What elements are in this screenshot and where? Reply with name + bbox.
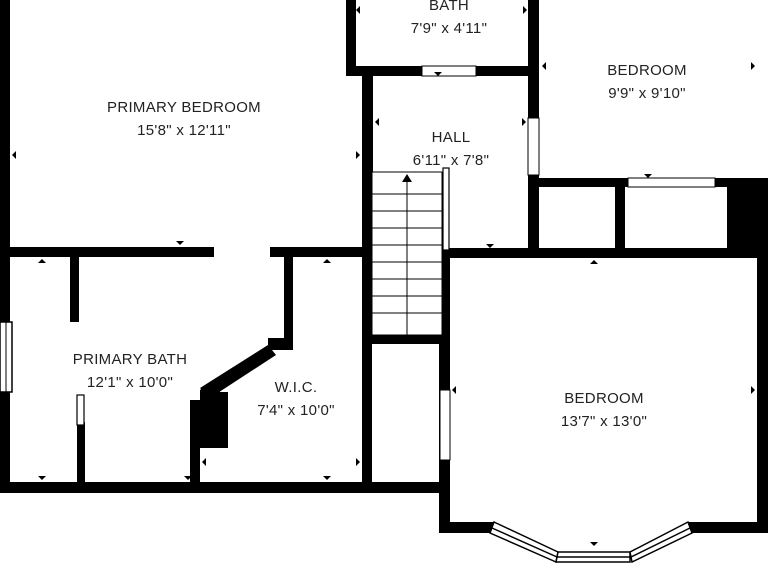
room-dimensions: 9'9" x 9'10": [608, 85, 686, 102]
wall-wic-angle: [200, 345, 276, 398]
wall-wic-left: [284, 257, 293, 345]
window-left: [0, 321, 13, 393]
room-label-bedroom-bottom-right: BEDROOM 13'7" x 13'0": [561, 387, 647, 433]
stair-handrail: [442, 167, 450, 251]
door-openings: [421, 65, 716, 461]
room-dimensions: 12'1" x 10'0": [86, 374, 174, 391]
room-label-bath: BATH 7'9" x 4'11": [411, 0, 487, 40]
room-name: BEDROOM: [607, 62, 687, 79]
wall-center-vertical-upper: [362, 70, 373, 258]
room-label-wic: W.I.C. 7'4" x 10'0": [257, 376, 335, 422]
wall-closet-right: [727, 178, 768, 258]
wall-bedroom-tr-bottom-a: [528, 178, 628, 187]
walls: [0, 0, 768, 533]
room-name: PRIMARY BEDROOM: [107, 99, 261, 116]
staircase: [371, 171, 443, 336]
wall-primary-bath-stub: [70, 257, 79, 322]
wall-center-vertical-lower: [362, 258, 372, 493]
wall-wic-left-bottom: [190, 400, 200, 493]
fireplace-block: [200, 378, 228, 448]
room-name: BEDROOM: [564, 390, 644, 407]
arrow-up-icon: [402, 174, 412, 182]
wall-bedroom-bottom-right: [688, 522, 768, 533]
wall-bedroom-top: [446, 248, 768, 258]
bay-window: [489, 520, 693, 564]
room-dimensions: 6'11" x 7'8": [412, 152, 490, 169]
wall-bottom-left: [0, 482, 450, 493]
room-label-bedroom-top-right: BEDROOM 9'9" x 9'10": [607, 59, 687, 105]
room-name: HALL: [431, 129, 471, 146]
wall-primary-bed-bottom-a: [0, 247, 214, 257]
wall-primary-bed-bottom-b: [270, 247, 370, 257]
room-dimensions: 13'7" x 13'0": [560, 413, 648, 430]
wall-wic-angle-top: [268, 338, 293, 350]
wall-bath-right: [528, 0, 539, 118]
wall-bath-left: [346, 0, 356, 76]
wall-primary-bath-divider: [77, 422, 85, 493]
room-dimensions: 7'4" x 10'0": [257, 402, 335, 419]
wall-bath-bottom-a: [346, 66, 422, 76]
wall-stair-bottom: [372, 335, 448, 344]
room-name: BATH: [428, 0, 470, 14]
wall-bedroom-right: [757, 250, 768, 533]
room-label-hall: HALL 6'11" x 7'8": [413, 126, 489, 172]
room-name: W.I.C.: [274, 379, 318, 396]
wall-bedroom-bottom-left: [439, 522, 494, 533]
room-dimensions: 7'9" x 4'11": [410, 20, 488, 37]
wall-left-outer: [0, 0, 10, 493]
wall-hall-right-lower: [528, 175, 539, 258]
room-dimensions: 15'8" x 12'11": [137, 122, 231, 139]
dimension-ticks: [12, 6, 755, 546]
room-label-primary-bath: PRIMARY BATH 12'1" x 10'0": [73, 348, 187, 394]
room-name: PRIMARY BATH: [72, 351, 188, 368]
wall-closet-divider: [615, 178, 625, 258]
door-stub-primary-bath: [76, 394, 85, 426]
wall-bath-bottom-b: [476, 66, 539, 76]
room-label-primary-bedroom: PRIMARY BEDROOM 15'8" x 12'11": [107, 96, 261, 142]
